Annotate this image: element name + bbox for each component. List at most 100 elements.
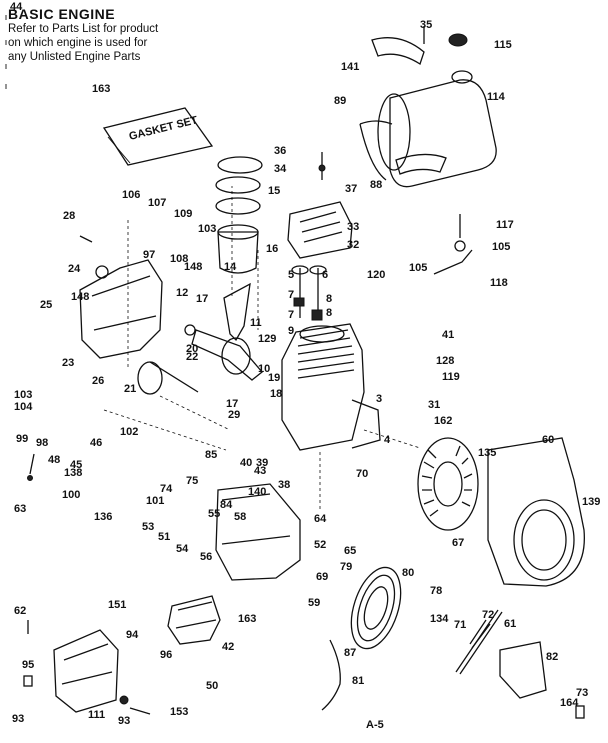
part-label-72: 72 [482, 609, 494, 621]
carburetor [167, 595, 221, 645]
part-label-135: 135 [478, 447, 496, 459]
part-label-38: 38 [278, 479, 290, 491]
part-label-128: 128 [436, 355, 454, 367]
diagram-title: BASIC ENGINE [8, 6, 116, 22]
part-label-163: 163 [238, 613, 256, 625]
part-label-104: 104 [14, 401, 33, 413]
part-label-103: 103 [198, 223, 216, 235]
part-label-70: 70 [356, 468, 368, 480]
part-label-52: 52 [314, 539, 326, 551]
part-label-63: 63 [14, 503, 26, 515]
part-label-44: 44 [10, 1, 23, 13]
gasket-set-text: GASKET SET [128, 114, 199, 143]
part-label-34: 34 [274, 163, 287, 175]
crankcase-cover [79, 259, 163, 359]
part-label-109: 109 [174, 208, 192, 220]
part-label-40: 40 [240, 457, 252, 469]
header-note-line-3: any Unlisted Engine Parts [8, 51, 141, 63]
part-label-106: 106 [122, 189, 140, 201]
part-label-139: 139 [582, 496, 600, 508]
part-label-81: 81 [352, 675, 364, 687]
part-label-29: 29 [228, 409, 240, 421]
part-label-37: 37 [345, 183, 357, 195]
part-label-67: 67 [452, 537, 464, 549]
part-label-23: 23 [62, 357, 74, 369]
part-label-153: 153 [170, 706, 188, 718]
diagram-header: BASIC ENGINE Refer to Parts List for pro… [8, 6, 208, 64]
part-label-33: 33 [347, 221, 359, 233]
part-label-12: 12 [176, 287, 188, 299]
part-label-119: 119 [442, 371, 460, 383]
part-label-88: 88 [370, 179, 382, 191]
part-label-8: 8 [326, 293, 332, 305]
part-label-7: 7 [288, 289, 294, 301]
part-label-42: 42 [222, 641, 234, 653]
starter-gear-ring [350, 566, 402, 650]
part-label-19: 19 [268, 372, 280, 384]
part-label-54: 54 [176, 543, 189, 555]
header-note-line-2: on which engine is used for [8, 37, 148, 49]
valves [291, 265, 327, 321]
part-label-9: 9 [288, 325, 294, 337]
part-label-140: 140 [248, 486, 266, 498]
part-label-17: 17 [196, 293, 208, 305]
part-label-74: 74 [160, 483, 173, 495]
assembly-lines [103, 186, 421, 510]
part-label-17: 17 [226, 398, 238, 410]
control-bracket [53, 629, 119, 713]
part-label-59: 59 [308, 597, 320, 609]
part-label-117: 117 [496, 219, 514, 231]
part-label-96: 96 [160, 649, 172, 661]
part-label-8: 8 [326, 307, 332, 319]
part-label-16: 16 [266, 243, 278, 255]
part-label-24: 24 [68, 263, 81, 275]
part-label-79: 79 [340, 561, 352, 573]
part-label-3: 3 [376, 393, 382, 405]
part-label-100: 100 [62, 489, 80, 501]
part-label-141: 141 [341, 61, 359, 73]
part-label-120: 120 [367, 269, 385, 281]
part-label-61: 61 [504, 618, 516, 630]
part-number-labels: 1633511514111489883634371533322810610710… [10, 1, 600, 731]
part-label-105: 105 [492, 241, 510, 253]
part-label-105: 105 [409, 262, 427, 274]
part-label-134: 134 [430, 613, 449, 625]
part-label-107: 107 [148, 197, 166, 209]
part-label-21: 21 [124, 383, 136, 395]
connecting-rod [223, 282, 251, 342]
part-label-80: 80 [402, 567, 414, 579]
part-label-41: 41 [442, 329, 454, 341]
part-label-14: 14 [224, 261, 237, 273]
engine-base [215, 483, 301, 581]
part-label-163: 163 [92, 83, 110, 95]
part-label-26: 26 [92, 375, 104, 387]
gasket-set-envelope: GASKET SET [102, 107, 214, 166]
part-label-60: 60 [542, 434, 554, 446]
part-label-65: 65 [344, 545, 356, 557]
part-label-18: 18 [270, 388, 282, 400]
part-label-82: 82 [546, 651, 558, 663]
part-label-31: 31 [428, 399, 440, 411]
part-label-64: 64 [314, 513, 327, 525]
part-label-25: 25 [40, 299, 52, 311]
part-label-58: 58 [234, 511, 246, 523]
part-label-115: 115 [494, 39, 512, 51]
part-label-99: 99 [16, 433, 28, 445]
part-label-46: 46 [90, 437, 102, 449]
part-label-129: 129 [258, 333, 276, 345]
part-label-10: 10 [258, 363, 270, 375]
part-label-148: 148 [71, 291, 89, 303]
part-label-118: 118 [490, 277, 508, 289]
part-label-50: 50 [206, 680, 218, 692]
part-label-6: 6 [322, 269, 328, 281]
part-label-102: 102 [120, 426, 138, 438]
part-label-53: 53 [142, 521, 154, 533]
part-label-20: 20 [186, 343, 198, 355]
page-reference: A-5 [366, 719, 384, 731]
part-label-138: 138 [64, 467, 82, 479]
part-label-62: 62 [14, 605, 26, 617]
part-label-45: 45 [70, 459, 82, 471]
part-label-97: 97 [143, 249, 155, 261]
part-label-87: 87 [344, 647, 356, 659]
